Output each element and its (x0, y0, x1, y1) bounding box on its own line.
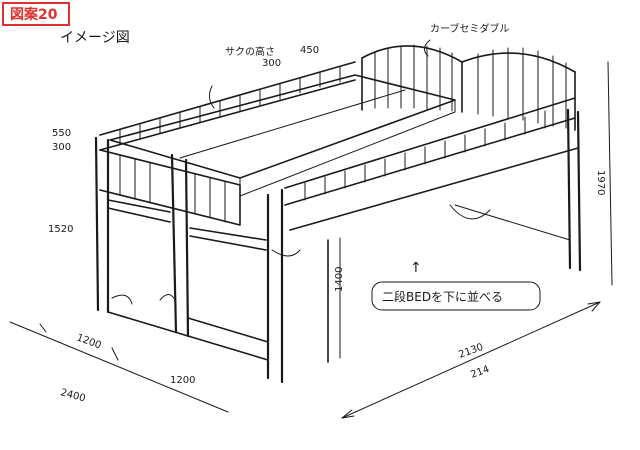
headboard-label: カーブセミダブル (430, 22, 509, 35)
leg-back-right (566, 108, 582, 272)
sketch-caption: イメージ図 (60, 30, 130, 46)
left-mid-height: 1520 (48, 224, 73, 235)
front-rail-slats (304, 110, 546, 201)
leg-front-mid (170, 153, 190, 338)
rail-height-new: 450 (300, 45, 319, 56)
note-text: 二段BEDを下に並べる (382, 289, 503, 304)
corner-brace-right (271, 204, 491, 257)
lower-bar-left (107, 311, 269, 361)
headboard-slats (374, 44, 567, 129)
back-rail-bottom (99, 79, 356, 151)
right-height: 1970 (595, 170, 606, 195)
depth-ticks (39, 323, 119, 361)
rail-height-old: 300 (262, 58, 281, 69)
headboard-posts (361, 57, 576, 131)
rail-height-title: サクの高さ (225, 45, 275, 58)
back-rail-top (99, 61, 356, 136)
back-rail-slats (119, 66, 341, 145)
leg-front-right (266, 188, 284, 384)
note-arrow-mark: ↑ (410, 260, 422, 276)
rail-leader (208, 85, 215, 109)
length-arrow-start (341, 409, 355, 419)
bed-frame (94, 44, 582, 384)
rear-lower-bar (454, 204, 571, 241)
front-rail-top (284, 97, 576, 189)
depth-a: 1200 (75, 332, 103, 351)
figure-badge: 図案20 (2, 2, 70, 26)
side-bar-right (189, 227, 267, 251)
headboard-leader (424, 39, 431, 57)
front-height: 1400 (334, 267, 345, 292)
length-sub: 214 (469, 364, 491, 381)
leg-front-left (94, 136, 110, 314)
figure-badge-label: 図案20 (10, 6, 58, 23)
headboard-left-arch (361, 45, 463, 63)
length-main: 2130 (457, 342, 485, 361)
height-dimension-line (607, 61, 613, 286)
depth-b: 1200 (170, 375, 195, 386)
left-top-old: 300 (52, 142, 71, 153)
length-arrow-end (587, 301, 601, 312)
mattress-edge (239, 99, 456, 197)
lower-bar-mid (187, 317, 269, 343)
headboard-right-arch (461, 52, 576, 73)
front-rail-lower (289, 147, 579, 231)
note-box (371, 281, 541, 311)
foot-rail-slats (119, 154, 226, 223)
left-top-new: 550 (52, 128, 71, 139)
side-bar-left (107, 199, 171, 223)
foot-rail (99, 149, 241, 226)
length-dimension-line (341, 301, 601, 419)
depth-total: 2400 (59, 387, 86, 404)
mattress-seam (179, 89, 406, 159)
front-rail-bottom (284, 117, 576, 206)
corner-brace-left (111, 294, 177, 305)
dimension-lines (9, 39, 613, 419)
depth-dimension-line (9, 321, 229, 413)
